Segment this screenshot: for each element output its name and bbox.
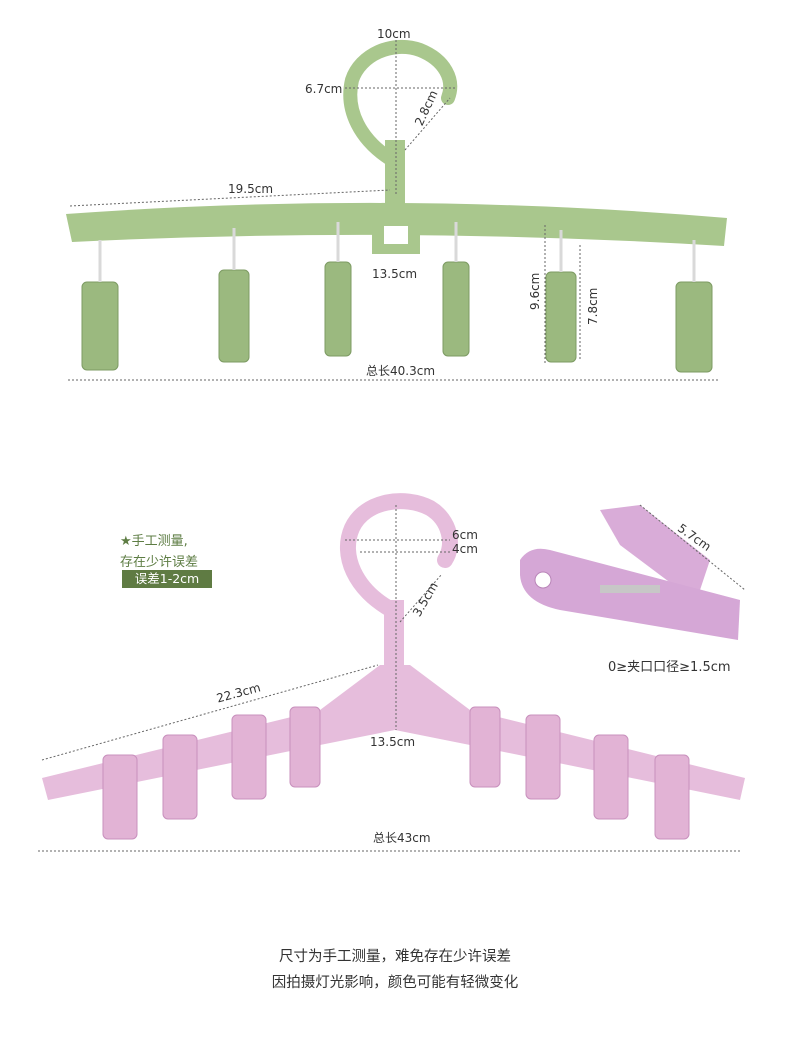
pink-bar <box>42 665 745 800</box>
green-clip-outer-label: 9.6cm <box>528 272 542 310</box>
pink-clip <box>525 714 561 800</box>
error-badge: 误差1-2cm <box>122 570 212 588</box>
clip-dim-length <box>639 504 746 591</box>
footer-line2: 因拍摄灯光影响，颜色可能有轻微变化 <box>271 975 519 991</box>
clip-hole <box>534 571 552 589</box>
green-hook <box>343 39 458 202</box>
notice-line1: ★手工测量, <box>120 534 188 549</box>
green-center-gap-label: 13.5cm <box>372 267 418 281</box>
green-clip <box>81 281 119 371</box>
green-notch-hole <box>384 226 408 244</box>
green-total-label: 总长40.3cm <box>366 364 436 378</box>
green-dim-half <box>69 189 391 207</box>
footer-line1: 尺寸为手工测量，难免存在少许误差 <box>279 949 511 965</box>
clip-spring <box>600 585 660 593</box>
clip-lower-jaw <box>520 548 740 640</box>
pink-total-label: 总长43cm <box>373 831 431 845</box>
notice-line2: 存在少许误差 <box>120 555 199 570</box>
pink-dim-neck <box>399 573 443 623</box>
green-dim-neck <box>404 97 451 151</box>
green-clip <box>675 281 713 373</box>
pink-clip <box>593 734 629 820</box>
green-clip <box>218 269 250 363</box>
pink-clip <box>654 754 690 840</box>
pink-neck <box>384 600 404 675</box>
pink-clip <box>289 706 321 788</box>
green-half-bar-label: 19.5cm <box>228 182 274 196</box>
clip-upper-jaw <box>600 505 710 590</box>
pink-hook-inner-label: 4cm <box>452 542 478 556</box>
green-hook-inner-label: 6.7cm <box>305 82 343 96</box>
green-clip <box>545 271 577 363</box>
green-clip <box>442 261 470 357</box>
pink-center-label: 13.5cm <box>370 735 416 749</box>
pink-clip <box>102 754 138 840</box>
clip-opening-label: 0≥夹口口径≥1.5cm <box>608 660 731 675</box>
green-neck <box>385 140 405 210</box>
pink-hook-outer-label: 6cm <box>452 528 478 542</box>
pink-clip <box>162 734 198 820</box>
pink-clip <box>231 714 267 800</box>
green-hook-width-label: 10cm <box>377 27 411 41</box>
pink-clip <box>469 706 501 788</box>
green-hanger <box>66 39 727 381</box>
pink-hanger <box>38 493 745 852</box>
green-clip-inner-label: 7.8cm <box>586 287 600 325</box>
clip-detail <box>520 504 746 640</box>
pink-hook <box>340 493 458 673</box>
green-clip <box>324 261 352 357</box>
